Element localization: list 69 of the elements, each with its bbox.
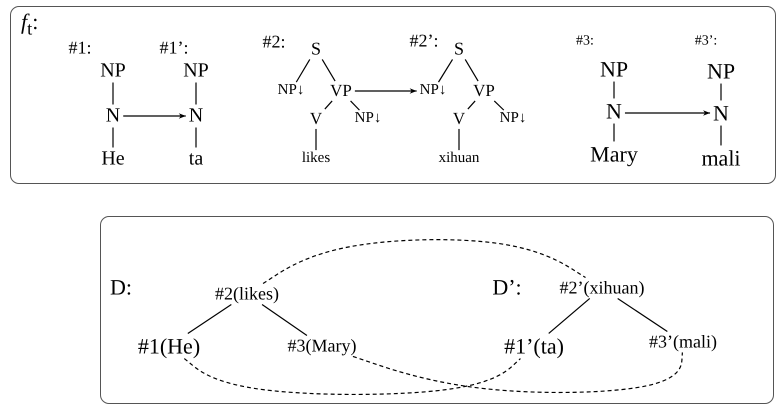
tree-node-label: NP bbox=[704, 58, 738, 84]
tree-branch bbox=[613, 82, 615, 98]
correspondence-link bbox=[352, 352, 683, 394]
tree-branch bbox=[262, 304, 308, 336]
tree-node-label: xihuan bbox=[436, 150, 482, 168]
tree-node-label: N bbox=[710, 100, 732, 126]
tree-branch bbox=[350, 100, 360, 111]
tree-branch bbox=[613, 124, 615, 142]
tree-label: #2: bbox=[262, 32, 286, 52]
tree-branch bbox=[187, 304, 232, 334]
tree-branch bbox=[296, 59, 310, 82]
tree-branch bbox=[464, 59, 479, 82]
tree-branch bbox=[458, 128, 460, 150]
arrow bbox=[123, 113, 186, 119]
tree-node-label: NP bbox=[180, 60, 212, 82]
correspondence-link bbox=[184, 358, 521, 396]
tree-node-label: He bbox=[98, 148, 128, 170]
tree-label: D: bbox=[110, 275, 132, 299]
tree-branch bbox=[322, 59, 336, 82]
tree-node-label: ta bbox=[186, 148, 206, 170]
tree-node-label: S bbox=[451, 38, 467, 60]
tree-node-label: likes bbox=[298, 150, 334, 168]
tree-branch bbox=[112, 82, 114, 104]
tree-node-label: NP↓ bbox=[416, 82, 450, 100]
tree-node-label: mali bbox=[698, 145, 744, 171]
derivation-node-label: #1’(ta) bbox=[501, 333, 567, 359]
tree-branch bbox=[195, 128, 197, 148]
tree-label: D’: bbox=[492, 275, 522, 299]
arrow bbox=[624, 110, 710, 116]
tree-node-label: N bbox=[186, 104, 206, 128]
tree-branch bbox=[494, 100, 504, 111]
tree-node-label: NP bbox=[596, 56, 632, 82]
derivation-node-label: #2’(xihuan) bbox=[556, 278, 648, 298]
tree-branch bbox=[617, 298, 668, 332]
tree-label: #1: bbox=[68, 38, 92, 58]
derivation-node-label: #3(Mary) bbox=[284, 336, 360, 356]
tree-node-label: NP↓ bbox=[496, 110, 530, 128]
tree-node-label: N bbox=[603, 98, 625, 124]
tree-label: #3’: bbox=[694, 34, 718, 50]
tree-branch bbox=[195, 82, 197, 104]
tree-branch bbox=[548, 298, 590, 334]
tree-node-label: S bbox=[308, 38, 324, 60]
tree-branch bbox=[720, 126, 722, 146]
tree-node-label: N bbox=[102, 104, 124, 128]
tree-label: #3: bbox=[576, 34, 594, 50]
derivation-node-label: #3’(mali) bbox=[646, 332, 720, 352]
tree-node-label: V bbox=[450, 109, 468, 129]
tree-node-label: VP bbox=[327, 81, 355, 101]
tree-branch bbox=[112, 128, 114, 148]
derivation-node-label: #1(He) bbox=[134, 333, 204, 359]
correspondence-link bbox=[262, 239, 586, 284]
tree-branch bbox=[720, 84, 722, 100]
tree-label: #1’: bbox=[160, 38, 188, 58]
arrow bbox=[354, 88, 417, 94]
tree-label: #2’: bbox=[410, 32, 438, 50]
tree-node-label: NP bbox=[97, 60, 129, 82]
tree-branch bbox=[324, 100, 333, 110]
tree-node-label: VP bbox=[470, 81, 498, 101]
tree-node-label: Mary bbox=[587, 141, 641, 167]
tree-node-label: NP↓ bbox=[352, 110, 384, 128]
derivation-node-label: #2(likes) bbox=[212, 284, 282, 304]
tree-branch bbox=[438, 59, 454, 82]
panel-heading: f$_{t}$: bbox=[21, 9, 38, 40]
panel bbox=[100, 216, 774, 404]
tree-branch bbox=[467, 100, 476, 110]
panel bbox=[10, 6, 776, 184]
tree-node-label: NP↓ bbox=[274, 82, 308, 100]
tree-branch bbox=[315, 128, 317, 150]
tree-node-label: V bbox=[306, 109, 326, 129]
